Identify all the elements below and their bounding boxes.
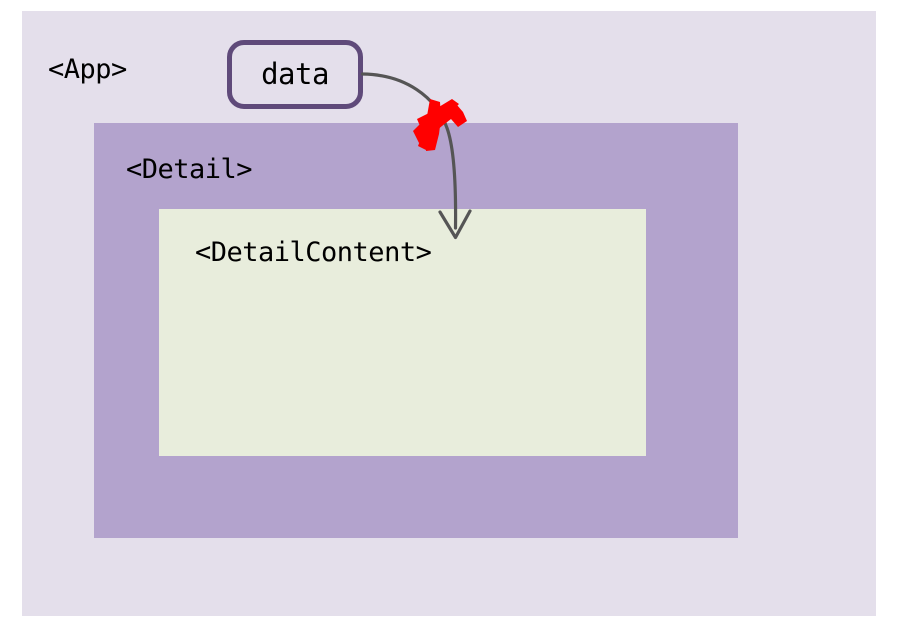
data-node-label: data bbox=[261, 57, 329, 91]
data-node: data bbox=[227, 40, 363, 109]
app-region-label: <App> bbox=[48, 54, 127, 85]
detail-content-region bbox=[159, 209, 646, 456]
detail-content-region-label: <DetailContent> bbox=[195, 237, 432, 268]
detail-region-label: <Detail> bbox=[126, 154, 253, 185]
